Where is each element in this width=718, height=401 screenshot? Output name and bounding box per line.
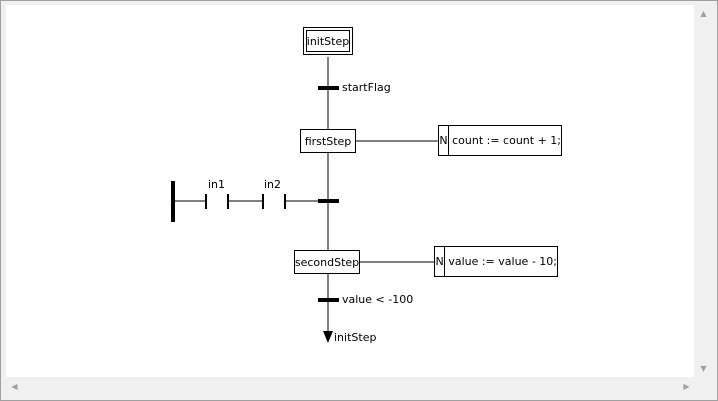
jump-arrow-icon[interactable] [323,331,333,343]
vertical-scrollbar[interactable]: ▲ ▼ [695,5,712,377]
scroll-down-icon[interactable]: ▼ [700,364,707,373]
action-body: count := count + 1; [452,134,561,147]
transition-bar-startflag[interactable] [318,86,339,90]
scroll-left-icon[interactable]: ◀ [11,382,18,391]
horizontal-scrollbar[interactable]: ◀ ▶ [6,378,695,395]
action-body: value := value - 10; [448,255,557,268]
transition-bar-ld[interactable] [318,199,339,203]
transition-label-value: value < -100 [342,293,414,306]
power-rail-left[interactable] [171,181,175,222]
action-block-first[interactable]: N count := count + 1; [438,125,562,156]
action-block-second[interactable]: N value := value - 10; [434,246,558,277]
action-qualifier: N [435,247,446,276]
step-second[interactable]: secondStep [294,250,360,274]
scroll-up-icon[interactable]: ▲ [700,9,707,18]
contact-label-in1: in1 [208,178,226,191]
step-first[interactable]: firstStep [300,129,356,153]
transition-label-startflag: startFlag [342,81,391,94]
contact-label-in2: in2 [264,178,282,191]
sfc-diagram-canvas[interactable]: initStep firstStep secondStep startFlag … [6,5,694,377]
sfc-wiring [171,57,439,343]
step-init[interactable]: initStep [303,27,353,55]
scrollbar-corner [695,378,712,395]
jump-target-label: initStep [334,331,377,344]
action-qualifier: N [439,126,450,155]
scroll-right-icon[interactable]: ▶ [683,382,690,391]
transition-bar-value[interactable] [318,298,339,302]
